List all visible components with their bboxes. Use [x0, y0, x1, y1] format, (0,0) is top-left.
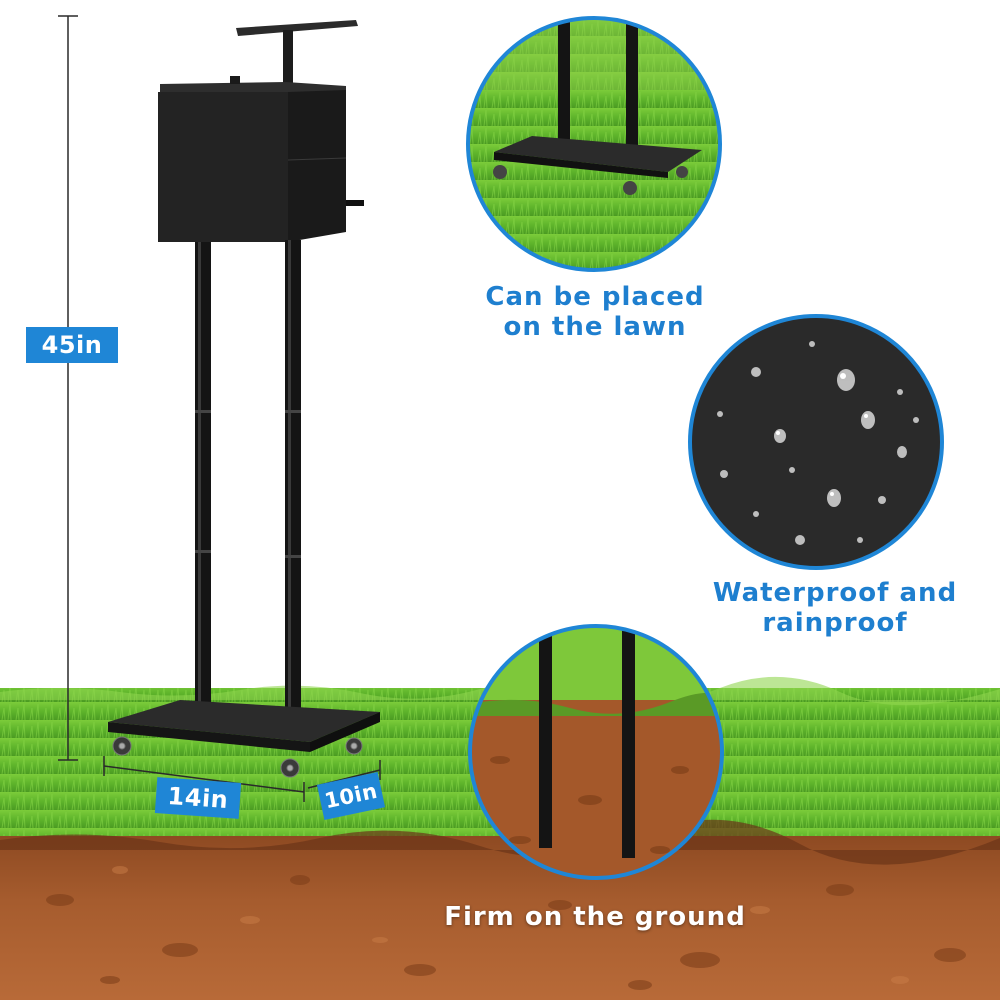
- caption-lawn: Can be placed on the lawn: [450, 282, 740, 342]
- casters: [112, 736, 363, 778]
- caption-lawn-line1: Can be placed: [485, 282, 705, 312]
- box: [158, 76, 364, 242]
- caption-waterproof: Waterproof and rainproof: [680, 578, 990, 638]
- caption-firm-ground: Firm on the ground: [444, 902, 746, 932]
- poles: [195, 240, 301, 722]
- height-dimension-label: 45in: [26, 327, 118, 363]
- caption-lawn-line2: on the lawn: [503, 312, 687, 342]
- top-shelf: [236, 20, 358, 86]
- caption-waterproof-line2: rainproof: [762, 608, 908, 638]
- caption-waterproof-line1: Waterproof and: [712, 578, 958, 608]
- base-plate: [108, 700, 380, 752]
- soil-band: [0, 836, 1000, 1000]
- width-dimension-label: 14in: [154, 777, 242, 819]
